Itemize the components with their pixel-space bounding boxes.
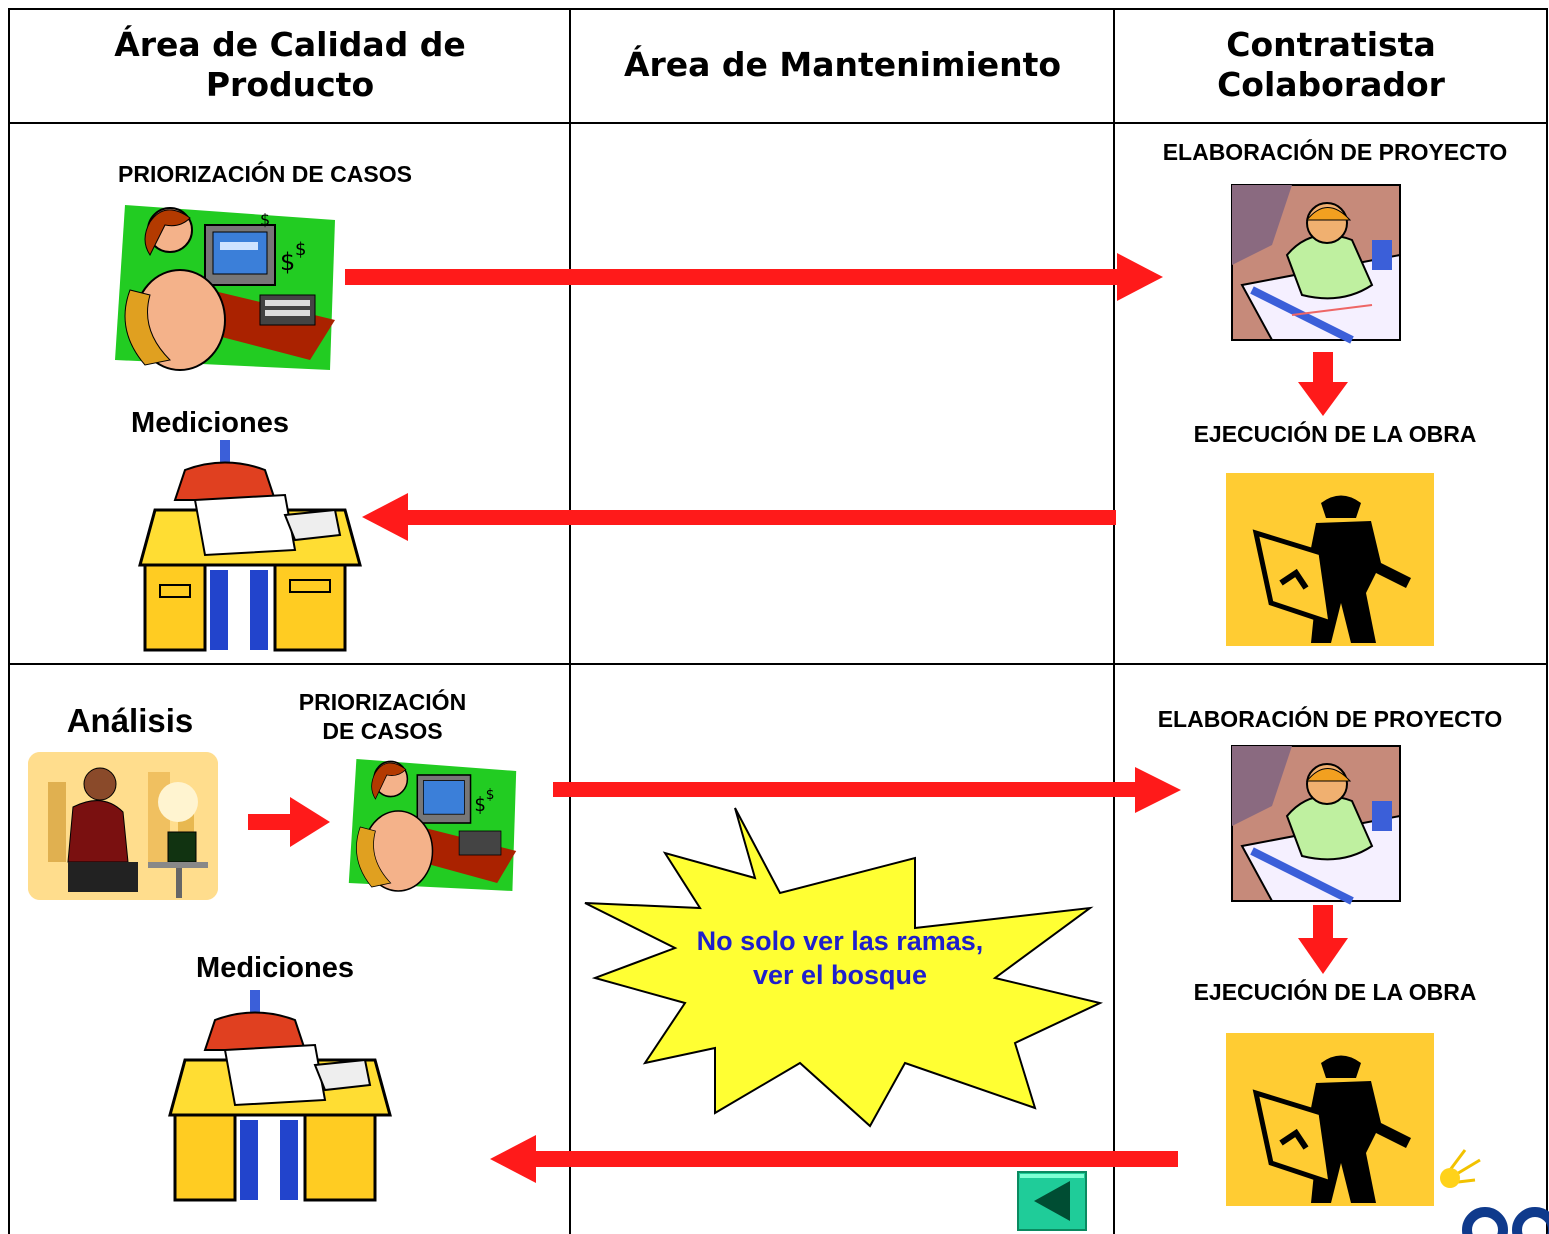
arrow-to-project-1 bbox=[345, 253, 1163, 301]
office-desk-icon bbox=[138, 440, 362, 652]
arrow-down-1 bbox=[1298, 352, 1348, 416]
measurements-label-2: Mediciones bbox=[196, 952, 354, 984]
construction-worker-icon-2 bbox=[1226, 1033, 1434, 1206]
callout-starburst bbox=[584, 807, 1104, 1128]
arrow-to-measurements-2 bbox=[490, 1135, 1178, 1183]
corner-logo bbox=[1440, 1149, 1549, 1234]
svg-text:$: $ bbox=[474, 795, 486, 817]
woman-at-computer-icon-2: $ $ bbox=[348, 759, 517, 892]
column-header-quality: Área de Calidad de Producto bbox=[114, 24, 466, 104]
construction-worker-icon bbox=[1226, 473, 1434, 646]
engineer-drafting-icon bbox=[1231, 184, 1401, 344]
svg-text:$: $ bbox=[486, 787, 495, 803]
arrow-down-2 bbox=[1298, 905, 1348, 974]
callout-text: No solo ver las ramas, ver el bosque bbox=[696, 926, 984, 990]
man-with-laptop-icon bbox=[28, 752, 218, 900]
prioritization-label-2: PRIORIZACIÓN DE CASOS bbox=[298, 689, 467, 744]
svg-text:$: $ bbox=[260, 210, 270, 229]
analysis-label: Análisis bbox=[66, 702, 194, 739]
engineer-drafting-icon-2 bbox=[1231, 745, 1401, 905]
prioritization-label: PRIORIZACIÓN DE CASOS bbox=[118, 161, 412, 187]
column-header-maintenance: Área de Mantenimiento bbox=[623, 44, 1062, 84]
office-desk-icon-2 bbox=[168, 990, 392, 1202]
arrow-to-project-2 bbox=[553, 767, 1181, 813]
arrow-to-measurements-1 bbox=[362, 493, 1116, 541]
arrow-analysis-to-prioritization bbox=[248, 797, 330, 847]
back-button[interactable] bbox=[1017, 1171, 1087, 1231]
project-label: ELABORACIÓN DE PROYECTO bbox=[1162, 139, 1508, 165]
column-header-contractor: Contratista Colaborador bbox=[1217, 24, 1445, 104]
execution-label-2: EJECUCIÓN DE LA OBRA bbox=[1193, 979, 1477, 1005]
project-label-2: ELABORACIÓN DE PROYECTO bbox=[1157, 706, 1503, 732]
execution-label: EJECUCIÓN DE LA OBRA bbox=[1193, 421, 1477, 447]
back-arrow-icon bbox=[1034, 1181, 1070, 1221]
woman-at-computer-icon: $ $ $ bbox=[115, 205, 335, 371]
svg-text:$: $ bbox=[280, 248, 295, 276]
svg-text:$: $ bbox=[295, 239, 306, 260]
measurements-label: Mediciones bbox=[131, 407, 289, 439]
